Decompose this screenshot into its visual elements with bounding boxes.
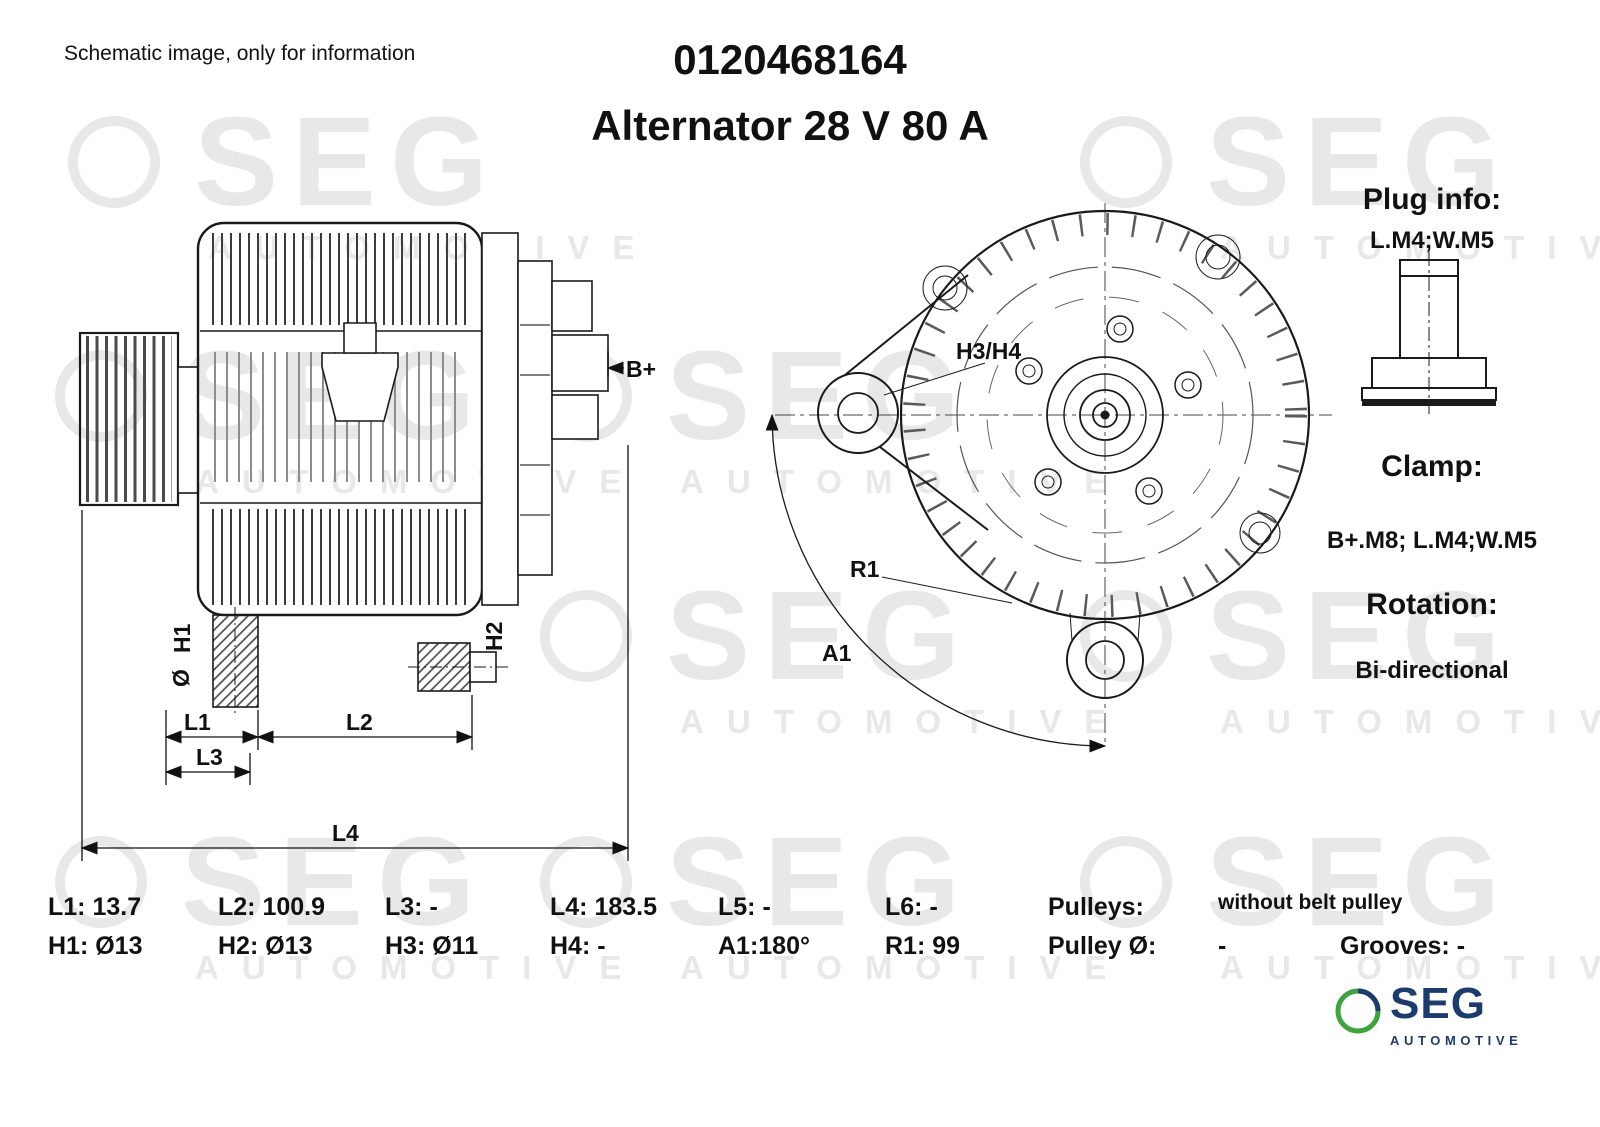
connector-block (551, 280, 593, 332)
dim-h4: H4: - (550, 932, 606, 960)
watermark: SEG AUTOMOTIVE (55, 811, 645, 987)
watermark-seg-text: SEG (1206, 811, 1515, 952)
watermark-ring-icon (1080, 835, 1172, 928)
watermark-seg-text: SEG (1206, 565, 1515, 706)
dimensions-row-1: L1: 13.7 L2: 100.9 L3: - L4: 183.5 L5: -… (0, 891, 1600, 927)
watermark-ring-icon (55, 349, 147, 442)
clamp-label: Clamp: (1381, 450, 1483, 483)
plug-drawing (1361, 252, 1497, 414)
shaft-center (1092, 402, 1118, 428)
label-l1: L1 (184, 709, 211, 735)
watermark-ring-icon (55, 835, 147, 928)
pulley-diameter-value: - (1218, 932, 1227, 960)
rotation-label: Rotation: (1366, 588, 1498, 621)
seg-logo-subtext: AUTOMOTIVE (1390, 1033, 1523, 1048)
dim-l4: L4: 183.5 (550, 893, 658, 921)
watermark-automotive-text: AUTOMOTIVE (1220, 949, 1600, 987)
dim-l2: L2: 100.9 (218, 893, 326, 921)
watermark-ring-icon (68, 115, 160, 208)
watermark-ring-icon (540, 835, 632, 928)
watermark-seg-text: SEG (666, 811, 975, 952)
side-view-dimensions (80, 361, 630, 861)
watermark-automotive-text: AUTOMOTIVE (208, 229, 658, 267)
mounting-lug-bottom (1066, 621, 1144, 699)
watermark: SEG AUTOMOTIVE (68, 91, 658, 267)
label-l3: L3 (196, 744, 223, 770)
pulleys-value: without belt pulley (1218, 891, 1403, 914)
grooves-value: Grooves: - (1340, 932, 1466, 960)
dim-l6: L6: - (885, 893, 938, 921)
dim-h1: H1: Ø13 (48, 932, 143, 960)
watermark-seg-text: SEG (1206, 91, 1515, 232)
label-r1: R1 (850, 556, 880, 582)
watermark-automotive-text: AUTOMOTIVE (195, 949, 645, 987)
dim-r1: R1: 99 (885, 932, 961, 960)
pulleys-label: Pulleys: (1048, 893, 1144, 921)
dimensions-row-2: H1: Ø13 H2: Ø13 H3: Ø11 H4: - A1:180° R1… (0, 932, 1600, 966)
a1-arc (765, 413, 1107, 753)
label-b-plus: B+ (626, 356, 656, 382)
label-diameter: Ø (168, 669, 194, 687)
rotation-value: Bi-directional (1355, 657, 1509, 684)
part-number: 0120468164 (673, 36, 907, 83)
watermark-seg-text: SEG (181, 811, 490, 952)
dim-a1: A1:180° (718, 932, 810, 960)
side-view-labels: B+ H1 Ø H2 L1 L3 L2 L4 (168, 356, 656, 846)
watermark: SEG AUTOMOTIVE (1080, 811, 1600, 987)
label-a1: A1 (822, 640, 852, 666)
label-l4: L4 (332, 820, 359, 846)
alternator-side-view (78, 221, 609, 717)
dim-l1: L1: 13.7 (48, 893, 142, 921)
pulley-diameter-label: Pulley Ø: (1048, 932, 1157, 960)
watermark-automotive-text: AUTOMOTIVE (680, 949, 1130, 987)
watermark-ring-icon (540, 589, 632, 682)
plug-info-label: Plug info: (1362, 183, 1502, 216)
housing-outline (899, 209, 1311, 621)
label-h1: H1 (169, 623, 195, 653)
front-view-drawing: H3/H4 R1 A1 (765, 203, 1332, 753)
info-panel: Plug info: L.M4;W.M5 Clamp: B+.M8; L.M4;… (1300, 183, 1564, 703)
product-title: Alternator 28 V 80 A (591, 102, 989, 149)
label-h2: H2 (481, 622, 507, 651)
schematic-note: Schematic image, only for information (64, 42, 416, 65)
dim-h2: H2: Ø13 (218, 932, 313, 960)
watermark-ring-icon (1080, 115, 1172, 208)
label-l2: L2 (346, 709, 373, 735)
dim-h3: H3: Ø11 (385, 932, 479, 960)
watermark: SEG AUTOMOTIVE (540, 811, 1130, 987)
seg-logo-ring-icon (1335, 988, 1381, 1034)
watermark-automotive-text: AUTOMOTIVE (1220, 703, 1600, 741)
label-h3-h4: H3/H4 (956, 338, 1021, 364)
title-block: 0120468164 Alternator 28 V 80 A (440, 36, 1140, 150)
watermark-seg-text: SEG (194, 91, 503, 232)
dim-l3: L3: - (385, 893, 438, 921)
mounting-lug-left (817, 372, 899, 454)
alternator-front-view (765, 203, 1332, 753)
side-view-drawing: B+ H1 Ø H2 L1 L3 L2 L4 (78, 221, 656, 861)
seg-automotive-logo: SEG AUTOMOTIVE (1332, 979, 1542, 1055)
clamp-value: B+.M8; L.M4;W.M5 (1326, 527, 1537, 554)
plug-info-value: L.M4;W.M5 (1370, 227, 1494, 254)
seg-logo-text: SEG (1390, 979, 1486, 1028)
dim-l5: L5: - (718, 893, 771, 921)
front-view-labels: H3/H4 R1 A1 (822, 338, 1021, 666)
